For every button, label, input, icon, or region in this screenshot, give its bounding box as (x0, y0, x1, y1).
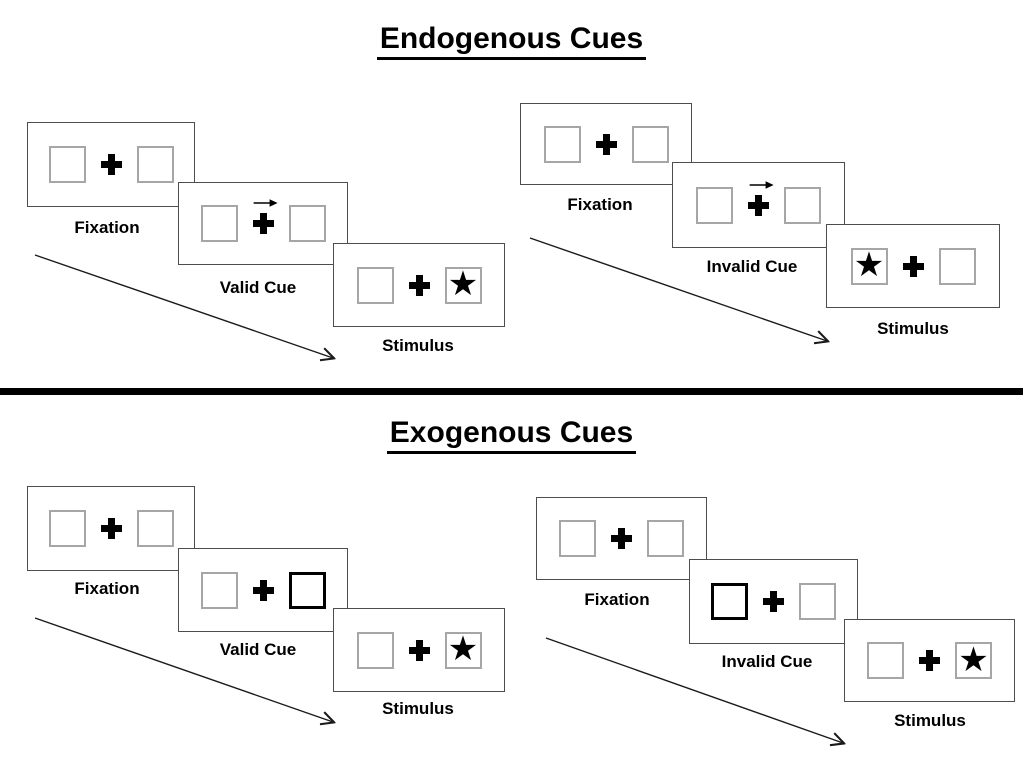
right-placeholder-box (136, 146, 174, 183)
fixation-cross (595, 133, 617, 155)
section-title-endogenous: Endogenous Cues (0, 22, 1023, 60)
timeline-arrow (34, 254, 348, 373)
fixation-cross (252, 579, 274, 601)
left-placeholder-box (48, 146, 86, 183)
plus-icon (100, 154, 122, 175)
timeline-arrow (529, 237, 842, 356)
fixation-cross (252, 199, 278, 234)
left-placeholder-box (543, 125, 581, 163)
panel-label: Valid Cue (219, 278, 297, 297)
fixation-cross (100, 518, 122, 539)
panel-endogenous-invalid-fixation (520, 103, 692, 185)
right-placeholder-box (799, 583, 836, 620)
plus-icon (595, 133, 617, 155)
panel-label: Fixation (74, 579, 140, 598)
panel-endogenous-invalid-cue (672, 162, 845, 248)
panel-label: Fixation (567, 195, 633, 214)
panel-exogenous-invalid-stimulus: ★ (844, 619, 1015, 702)
panel-label: Invalid Cue (721, 652, 813, 671)
highlighted-cue-box (711, 583, 748, 620)
panel-endogenous-valid-cue (178, 182, 348, 265)
panel-label: Fixation (74, 218, 140, 237)
panel-exogenous-valid-fixation (27, 486, 195, 571)
section-divider (0, 388, 1023, 395)
plus-icon (919, 650, 940, 671)
left-placeholder-box (356, 631, 394, 669)
section-title-exogenous: Exogenous Cues (0, 416, 1023, 454)
plus-icon (611, 528, 632, 549)
star-stimulus-box: ★ (850, 247, 888, 285)
plus-icon (408, 639, 430, 661)
panel-exogenous-valid-cue (178, 548, 348, 632)
right-placeholder-box (288, 205, 326, 242)
plus-icon (748, 194, 769, 216)
left-placeholder-box (356, 266, 394, 304)
plus-icon (763, 591, 784, 612)
panel-endogenous-invalid-stimulus: ★ (826, 224, 1000, 308)
star-stimulus-box: ★ (955, 642, 992, 679)
plus-icon (252, 579, 274, 601)
panel-exogenous-invalid-fixation (536, 497, 707, 580)
star-stimulus-box: ★ (444, 266, 482, 304)
panel-label: Stimulus (382, 336, 454, 355)
right-placeholder-box (631, 125, 669, 163)
right-placeholder-box (784, 186, 821, 224)
right-placeholder-box (136, 510, 174, 547)
plus-icon (100, 518, 122, 539)
panel-label: Stimulus (894, 711, 966, 730)
fixation-cross (408, 274, 430, 296)
left-placeholder-box (559, 520, 596, 557)
left-placeholder-box (696, 186, 733, 224)
panel-endogenous-valid-stimulus: ★ (333, 243, 505, 327)
cue-arrow-right-icon (749, 180, 774, 189)
highlighted-cue-box (288, 571, 326, 609)
right-placeholder-box (938, 247, 976, 285)
plus-icon (408, 274, 430, 296)
timeline-arrow (34, 617, 348, 737)
fixation-cross (919, 650, 940, 671)
left-placeholder-box (867, 642, 904, 679)
fixation-cross (611, 528, 632, 549)
fixation-cross (902, 255, 924, 277)
panel-label: Stimulus (382, 699, 454, 718)
panel-exogenous-invalid-cue (689, 559, 858, 644)
section-title-text: Endogenous Cues (376, 22, 647, 60)
panel-label: Valid Cue (219, 640, 297, 659)
fixation-cross (748, 180, 774, 216)
plus-icon (252, 213, 274, 234)
fixation-cross (408, 639, 430, 661)
fixation-cross (100, 154, 122, 175)
panel-label: Fixation (584, 590, 650, 609)
left-placeholder-box (48, 510, 86, 547)
fixation-cross (763, 591, 784, 612)
panel-label: Invalid Cue (706, 257, 798, 276)
cue-arrow-right-icon (253, 199, 278, 207)
section-title-text: Exogenous Cues (386, 416, 637, 454)
panel-exogenous-valid-stimulus: ★ (333, 608, 505, 692)
right-placeholder-box (647, 520, 684, 557)
panel-endogenous-valid-fixation (27, 122, 195, 207)
panel-label: Stimulus (877, 319, 949, 338)
timeline-arrow (545, 637, 858, 758)
star-stimulus-box: ★ (444, 631, 482, 669)
left-placeholder-box (200, 571, 238, 609)
left-placeholder-box (200, 205, 238, 242)
plus-icon (902, 255, 924, 277)
